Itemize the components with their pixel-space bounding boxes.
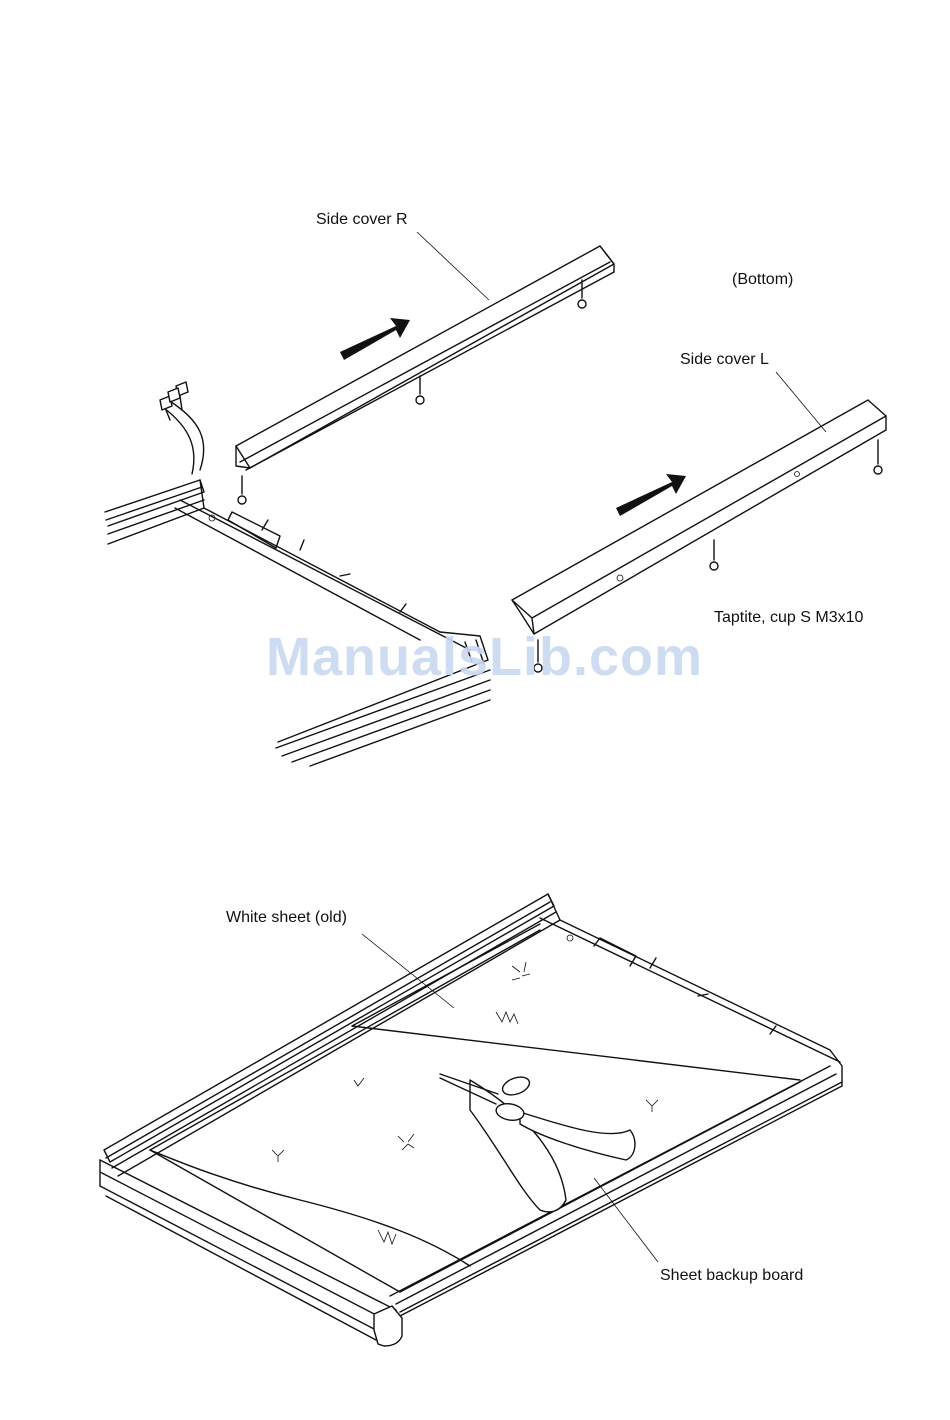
watermark: ManualsLib.com (266, 630, 703, 684)
slide-arrows (340, 318, 686, 516)
side-cover-l-label: Side cover L (680, 352, 769, 368)
screw-icon (238, 476, 246, 504)
screw-icon (416, 376, 424, 404)
sheet-backup-board-label: Sheet backup board (660, 1268, 803, 1284)
white-sheet-label: White sheet (old) (226, 910, 347, 926)
bottom-label: (Bottom) (732, 272, 793, 288)
screw-icon (710, 540, 718, 570)
side-cover-r-label: Side cover R (316, 212, 408, 228)
screw-label: Taptite, cup S M3x10 (714, 610, 863, 626)
side-cover-r-part (236, 232, 614, 470)
side-cover-l-part (512, 372, 886, 634)
screw-icon (874, 440, 882, 474)
